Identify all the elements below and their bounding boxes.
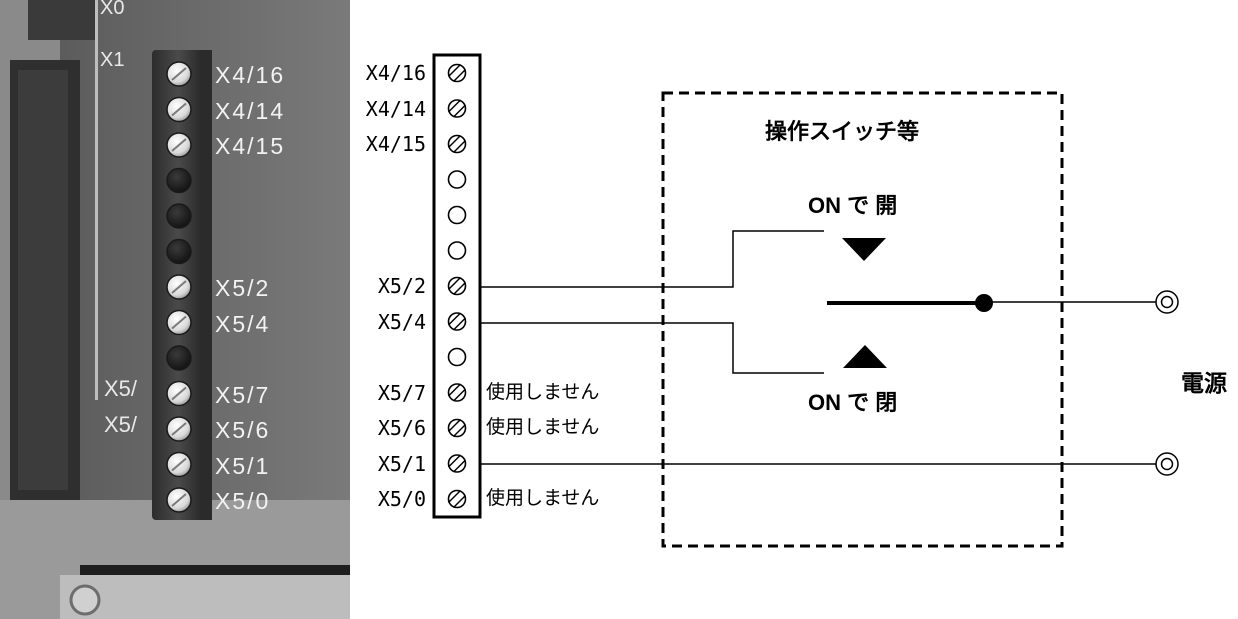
photo-terminal-label: X5/4: [215, 310, 271, 337]
terminal-screw-slot: [448, 419, 461, 432]
terminal-screw-slot: [453, 459, 466, 473]
terminal-screw: [447, 418, 467, 438]
terminal-label: X4/14: [365, 96, 426, 121]
terminal-screw: [447, 383, 467, 402]
photo-screw: [166, 167, 192, 194]
terminal-screw-slot: [448, 383, 461, 397]
photo-screw-slot: [171, 280, 187, 294]
terminal-screw-slot: [453, 104, 466, 118]
power-terminal-top: [1155, 290, 1179, 314]
terminal-label: X4/15: [365, 132, 426, 156]
terminal-screw: [447, 134, 467, 154]
terminal-screw-slot: [448, 135, 461, 148]
terminal-screw: [447, 276, 467, 296]
terminal-screw-slot: [453, 317, 466, 331]
close-contact-triangle: [843, 345, 887, 368]
photo-screw: [166, 203, 192, 229]
terminal-screw-slot: [448, 490, 461, 503]
terminal-empty: [447, 347, 467, 367]
terminal-note: 使用しません: [486, 487, 600, 509]
photo-terminal-label: X4/14: [215, 97, 286, 124]
terminal-empty: [447, 170, 467, 189]
terminal-screw: [447, 63, 467, 83]
power-label: 電源: [1181, 370, 1227, 396]
terminal-label: X5/2: [377, 274, 426, 298]
terminal-label: X4/16: [365, 61, 426, 85]
photo-terminal-label: X4/16: [215, 62, 286, 88]
terminal-empty: [447, 205, 467, 225]
photo-side-label-a: X5/: [104, 376, 138, 401]
photo-label-x1: X1: [100, 49, 124, 71]
terminal-screw-slot: [453, 495, 466, 508]
photo-terminal-label: X5/2: [215, 275, 271, 301]
photo-screw-slot: [171, 315, 187, 330]
photo-screw-slot: [171, 422, 187, 436]
terminal-screw: [447, 312, 467, 331]
terminal-screw-slot: [453, 140, 466, 153]
terminal-block-frame: [432, 53, 482, 519]
wire-x5-2: [480, 230, 824, 288]
switch-box-title: 操作スイッチ等: [765, 119, 920, 144]
terminal-empty: [447, 241, 467, 260]
photo-terminal-label: X5/0: [215, 488, 271, 514]
photo-screw: [166, 345, 192, 371]
photo-screw: [166, 238, 192, 265]
photo-screw-slot: [171, 138, 187, 152]
terminal-screw-slot: [448, 277, 461, 290]
terminal-screw-slot: [448, 99, 461, 113]
terminal-screw: [447, 489, 467, 509]
open-label: ON で 開: [808, 193, 898, 218]
photo-side-label-b: X5/: [104, 412, 138, 437]
close-label: ON で 閉: [808, 390, 898, 415]
terminal-label: X5/7: [377, 380, 426, 405]
terminal-screw: [447, 99, 467, 118]
terminal-label: X5/1: [377, 451, 426, 476]
photo-terminal-label: X5/6: [215, 417, 271, 443]
terminal-screw-slot: [448, 64, 461, 77]
wire-x5-4: [480, 322, 824, 374]
photo-screw-slot: [171, 102, 187, 117]
terminal-label: X5/0: [377, 487, 426, 511]
photo-screw-slot: [171, 457, 187, 472]
photo-terminal-label: X5/1: [215, 452, 271, 479]
terminal-screw-slot: [453, 282, 466, 295]
terminal-note: 使用しません: [486, 380, 600, 403]
terminal-screw: [447, 454, 467, 473]
switch-box: [661, 91, 1064, 548]
terminal-label: X5/4: [377, 309, 426, 334]
photo-screw-slot: [171, 386, 187, 401]
open-contact-triangle: [842, 238, 886, 261]
terminal-screw-slot: [448, 454, 461, 468]
terminal-note: 使用しません: [486, 416, 600, 438]
terminal-screw-slot: [453, 424, 466, 437]
photo-screw-slot: [171, 67, 187, 81]
photo-terminal-label: X5/7: [215, 381, 271, 408]
terminal-photo: X0 X1 X5/ X5/: [0, 0, 350, 619]
terminal-screw-slot: [453, 69, 466, 82]
switch-pivot: [975, 294, 993, 312]
terminal-label: X5/6: [377, 416, 426, 440]
photo-terminal-label: X4/15: [215, 133, 286, 159]
terminal-screw-slot: [453, 388, 466, 402]
photo-screw-slot: [171, 493, 187, 507]
power-terminal-bottom: [1155, 452, 1179, 476]
photo-label-x0: X0: [100, 0, 124, 19]
terminal-screw-slot: [448, 312, 461, 326]
